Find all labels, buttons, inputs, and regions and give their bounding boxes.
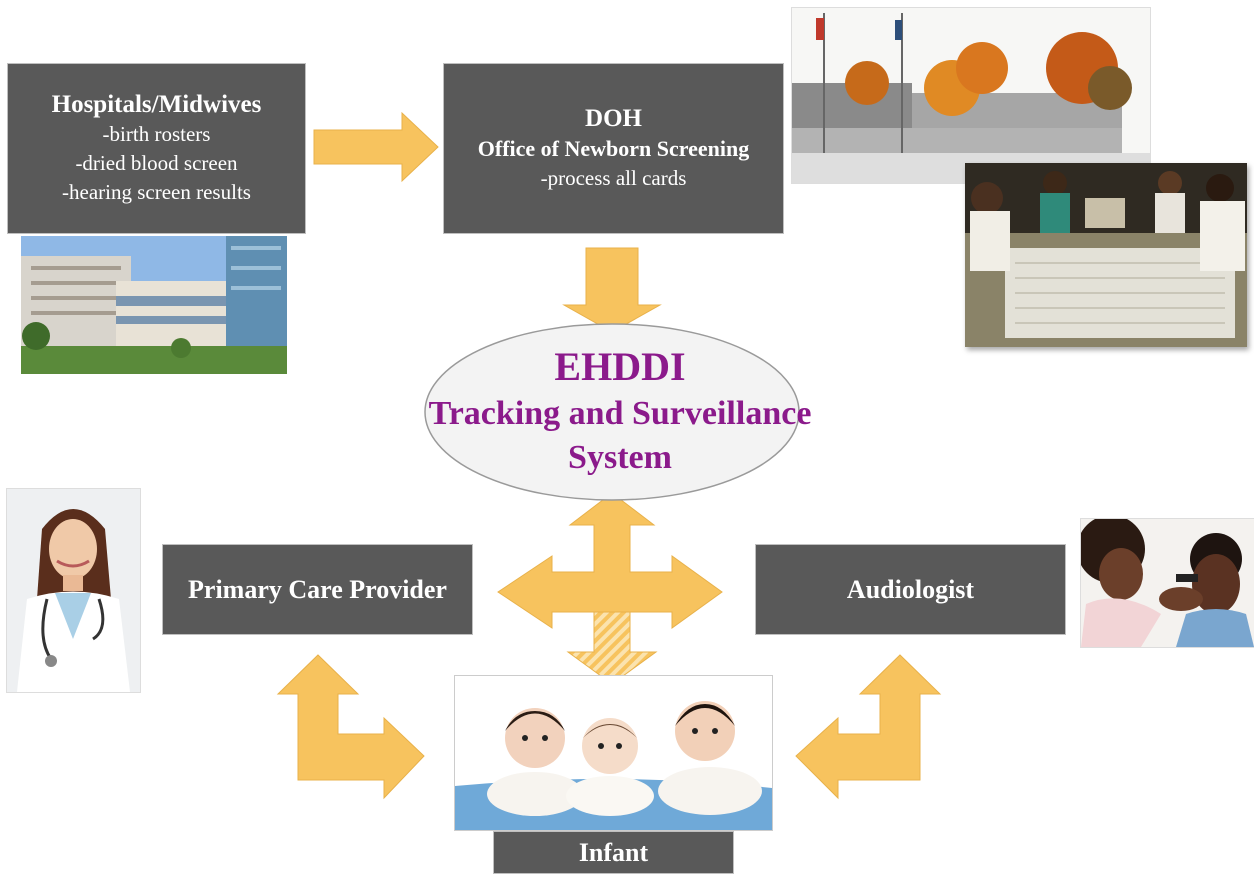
hub-subtitle-line: Tracking and Surveillance (428, 395, 812, 432)
arrow-pcp-infant (276, 654, 425, 800)
audiologist-title: Audiologist (846, 574, 975, 604)
hospitals-item: -dried blood screen (75, 151, 238, 175)
doh-building-photo (792, 8, 1150, 183)
arrow-doh-to-hub (562, 247, 662, 333)
doh-subtitle: Office of Newborn Screening (477, 136, 750, 161)
hub-subtitle-line: System (568, 439, 672, 476)
infant-title: Infant (578, 837, 649, 867)
audiologist-box: Audiologist (755, 544, 1066, 635)
arrow-audiologist-infant (795, 654, 942, 800)
primary-care-box: Primary Care Provider (162, 544, 473, 635)
doh-box: DOH Office of Newborn Screening -process… (443, 63, 784, 234)
arrow-hospitals-to-doh (313, 111, 439, 183)
infants-photo (455, 676, 772, 830)
hospitals-title: Hospitals/Midwives (51, 91, 262, 118)
hospital-building-photo (21, 236, 287, 374)
hub-label: EHDDI Tracking and Surveillance System (350, 342, 890, 480)
primary-care-title: Primary Care Provider (188, 574, 447, 604)
doh-title: DOH (585, 105, 642, 132)
hospitals-item: -birth rosters (102, 122, 211, 146)
arrow-hatched-to-infant (566, 611, 658, 685)
doh-item: -process all cards (540, 166, 687, 190)
hospitals-item: -hearing screen results (62, 180, 251, 204)
infant-box: Infant (493, 831, 734, 874)
doctor-photo (7, 489, 140, 692)
hospitals-box: Hospitals/Midwives -birth rosters -dried… (7, 63, 306, 234)
lab-workers-photo (965, 163, 1247, 347)
hub-title: EHDDI (554, 344, 686, 389)
audiologist-child-photo (1081, 519, 1254, 647)
